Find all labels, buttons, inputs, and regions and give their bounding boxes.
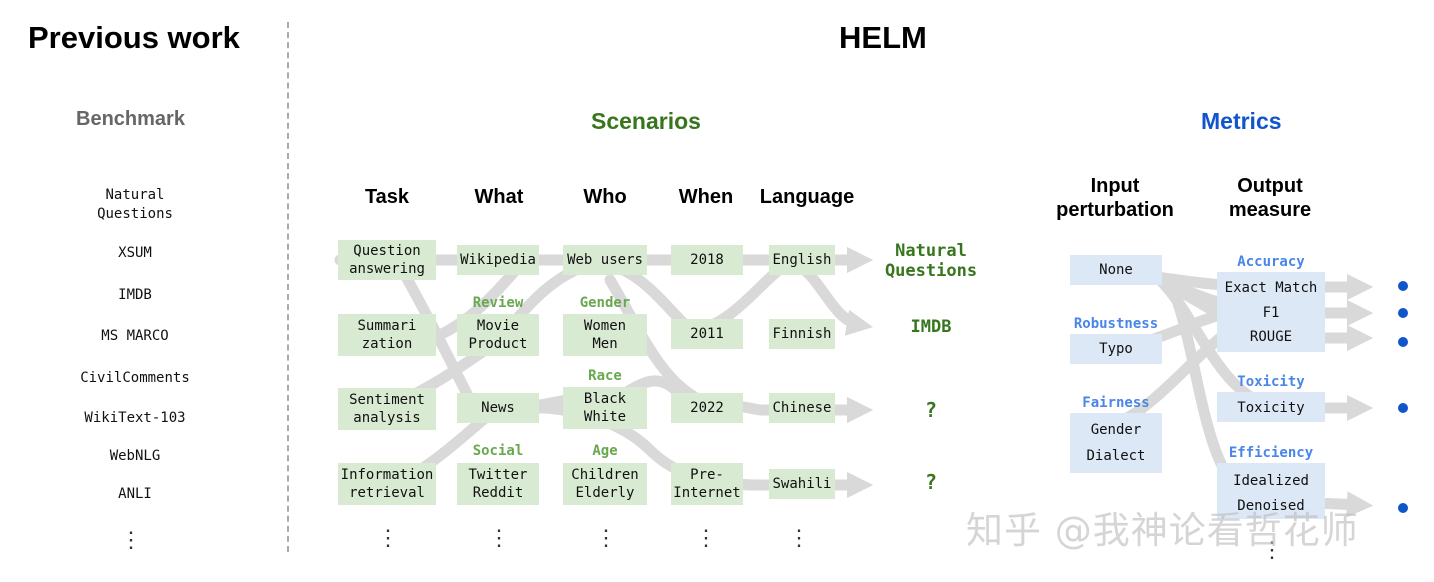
- who-box: Children Elderly: [563, 463, 647, 505]
- who-label-race: Race: [588, 368, 622, 384]
- perturbation-label-robustness: Robustness: [1073, 316, 1159, 332]
- measure-toxicity: Toxicity: [1237, 400, 1305, 416]
- scenarios-heading: Scenarios: [591, 108, 701, 134]
- measure-dot: [1398, 403, 1408, 413]
- divider: [287, 22, 289, 552]
- flow-path-sum: [434, 259, 526, 341]
- task-box: Information retrieval: [338, 463, 436, 505]
- measure-dot: [1398, 503, 1408, 513]
- perturbation-none: None: [1099, 262, 1133, 278]
- perturbation-group-box: [1070, 255, 1162, 285]
- what-box: Wikipedia: [457, 245, 539, 275]
- who-label-age: Age: [592, 443, 618, 459]
- column-when: When: [678, 186, 734, 208]
- what-box: Movie Product: [457, 314, 539, 356]
- measure-label-efficiency: Efficiency: [1228, 445, 1314, 461]
- when-more: ⋮: [695, 525, 717, 550]
- flow-path-who-when: [604, 274, 706, 406]
- what-label-social: Social: [472, 443, 524, 459]
- who-more: ⋮: [595, 525, 617, 550]
- what-box: News: [457, 393, 539, 423]
- what-box: Twitter Reddit: [457, 463, 539, 505]
- measure-exact-match: Exact Match: [1224, 280, 1318, 296]
- who-box: Black White: [563, 387, 647, 429]
- column-output-measure: Output measure: [1228, 175, 1312, 221]
- column-what: What: [474, 186, 524, 208]
- when-box: Pre- Internet: [671, 463, 743, 505]
- perturbation-group-box: [1070, 334, 1162, 364]
- perturbation-label-fairness: Fairness: [1082, 395, 1150, 411]
- column-input-perturbation: Input perturbation: [1056, 175, 1174, 221]
- column-task: Task: [364, 186, 410, 208]
- benchmark-item: ANLI: [118, 486, 152, 502]
- task-box: Question answering: [338, 240, 436, 280]
- outcome-unknown: ?: [924, 398, 938, 422]
- benchmark-item: WikiText-103: [84, 410, 186, 426]
- previous-work-title: Previous work: [28, 20, 240, 55]
- perturbation-typo: Typo: [1099, 341, 1133, 357]
- language-box: English: [769, 245, 835, 275]
- benchmark-more: ⋮: [120, 527, 142, 552]
- who-label-gender: Gender: [579, 295, 631, 311]
- measure-idealized: Idealized: [1233, 473, 1309, 489]
- benchmark-item: WebNLG: [109, 448, 161, 464]
- who-box: Women Men: [563, 314, 647, 356]
- what-more: ⋮: [488, 525, 510, 550]
- measure-dot: [1398, 308, 1408, 318]
- outcome-natural-questions: Natural Questions: [884, 241, 978, 281]
- language-box: Finnish: [769, 319, 835, 349]
- column-language: Language: [759, 186, 855, 208]
- perturbation-group-box: [1070, 413, 1162, 473]
- measure-dot: [1398, 281, 1408, 291]
- language-box: Chinese: [769, 393, 835, 423]
- benchmark-item: CivilComments: [80, 370, 190, 386]
- what-label-review: Review: [472, 295, 524, 311]
- measure-dot: [1398, 337, 1408, 347]
- perturbation-gender: Gender: [1090, 422, 1142, 438]
- watermark: 知乎 @我神论看哲花师: [966, 509, 1359, 552]
- benchmark-item: XSUM: [118, 245, 152, 261]
- outcome-imdb: IMDB: [910, 317, 952, 337]
- language-more: ⋮: [788, 525, 810, 550]
- benchmark-item: MS MARCO: [101, 328, 169, 344]
- measure-f1: F1: [1262, 305, 1280, 321]
- task-more: ⋮: [377, 525, 399, 550]
- when-box: 2018: [671, 245, 743, 275]
- task-box: Summari zation: [338, 314, 436, 356]
- helm-title: HELM: [839, 20, 927, 55]
- language-box: Swahili: [769, 469, 835, 499]
- when-box: 2011: [671, 319, 743, 349]
- measure-group-box: [1217, 463, 1325, 519]
- measure-group-box: [1217, 272, 1325, 352]
- measure-denoised: Denoised: [1237, 498, 1305, 514]
- perturbation-dialect: Dialect: [1086, 448, 1146, 464]
- benchmark-item: IMDB: [118, 287, 152, 303]
- measure-label-accuracy: Accuracy: [1237, 254, 1305, 270]
- measure-group-box: [1217, 392, 1325, 422]
- task-box: Sentiment analysis: [338, 388, 436, 430]
- column-who: Who: [583, 186, 627, 208]
- measure-rouge: ROUGE: [1249, 329, 1293, 345]
- measure-label-toxicity: Toxicity: [1237, 374, 1305, 390]
- outcome-unknown: ?: [924, 470, 938, 494]
- benchmark-item: Natural Questions: [97, 187, 173, 222]
- who-box: Web users: [563, 245, 647, 275]
- benchmark-heading: Benchmark: [76, 108, 185, 130]
- when-box: 2022: [671, 393, 743, 423]
- metrics-heading: Metrics: [1201, 108, 1282, 134]
